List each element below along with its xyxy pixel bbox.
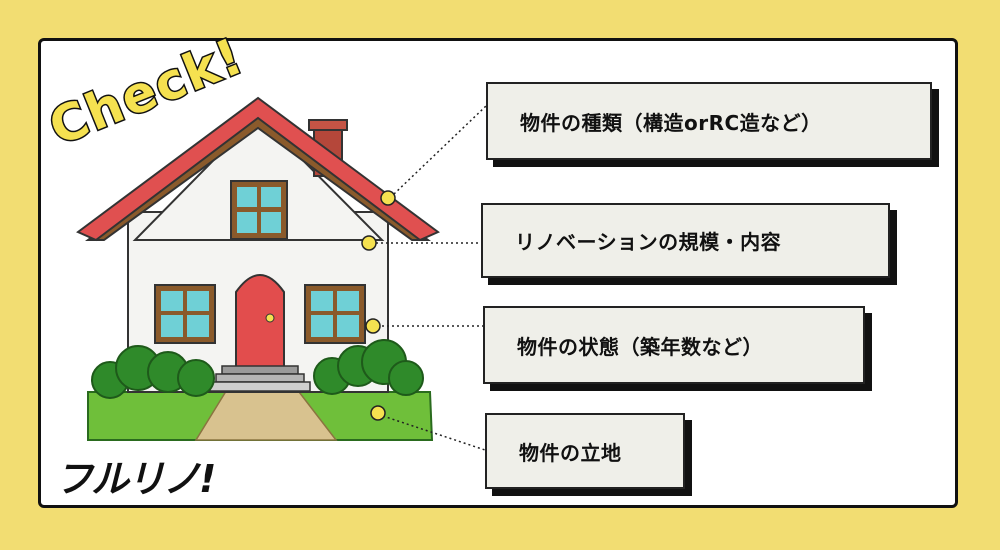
- left-window-icon: [154, 284, 216, 344]
- door: [235, 274, 285, 369]
- marker-dot-3: [365, 318, 381, 334]
- steps: [221, 365, 299, 375]
- right-bush-icon: [313, 339, 424, 396]
- roof: [76, 96, 440, 242]
- marker-dot-4: [370, 405, 386, 421]
- attic-window-icon: [230, 180, 288, 240]
- label-property-condition-text: 物件の状態（築年数など）: [517, 334, 763, 359]
- brand-logo: フルリノ!: [55, 457, 216, 501]
- marker-dot-1: [380, 190, 396, 206]
- right-window-icon: [304, 284, 366, 344]
- label-renovation-scope: リノベーションの規模・内容: [481, 203, 890, 278]
- label-renovation-scope-text: リノベーションの規模・内容: [515, 230, 782, 254]
- left-bush-icon: [91, 345, 215, 399]
- label-property-type: 物件の種類（構造orRC造など）: [486, 82, 932, 160]
- label-property-location-text: 物件の立地: [519, 440, 622, 465]
- label-property-condition: 物件の状態（築年数など）: [483, 306, 865, 384]
- label-property-location: 物件の立地: [485, 413, 685, 489]
- connector-1: [393, 105, 487, 195]
- marker-dot-2: [361, 235, 377, 251]
- label-property-type-text: 物件の種類（構造orRC造など）: [520, 110, 822, 135]
